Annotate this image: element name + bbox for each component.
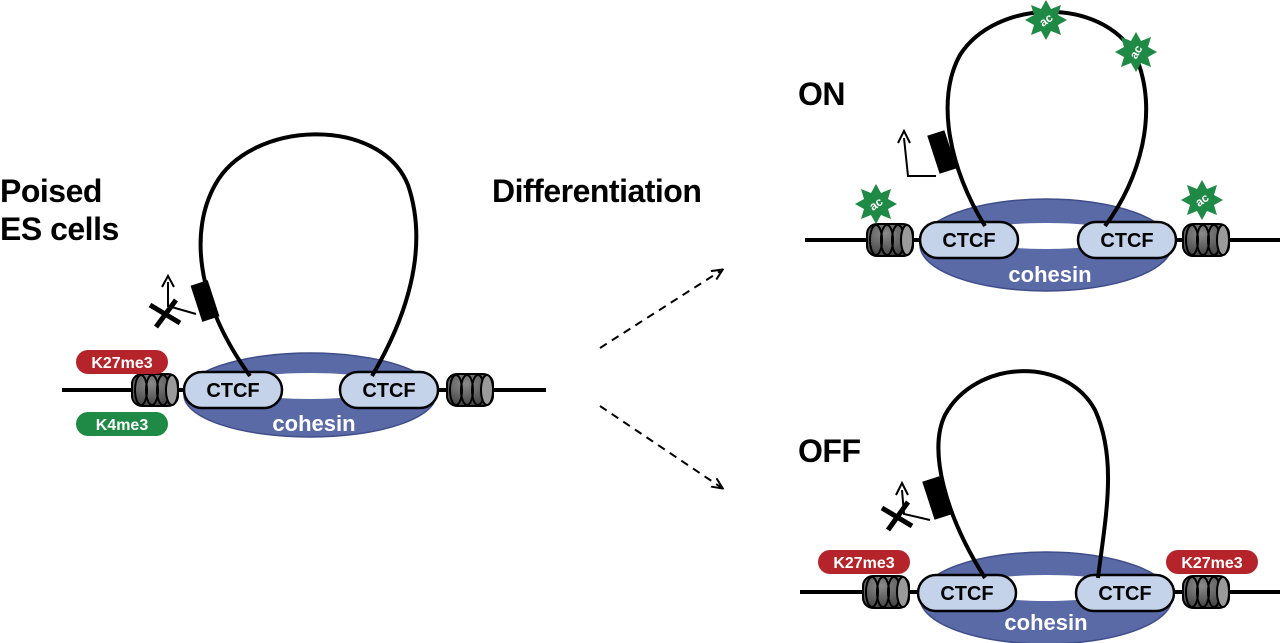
off-state-label: OFF: [798, 433, 861, 469]
ctcf-label: CTCF: [362, 380, 415, 402]
nucleosome-icon: [862, 575, 910, 609]
on-state-diagram: CTCF CTCF cohesin ac ac ac ac: [805, 0, 1280, 292]
tss-arrow-icon: [903, 137, 936, 177]
on-state-label: ON: [798, 76, 846, 112]
ac-star-icon: ac: [1025, 0, 1067, 40]
poised-label-line2: ES cells: [0, 211, 119, 247]
k27me3-badge: K27me3: [76, 350, 168, 374]
ctcf-label: CTCF: [1098, 583, 1151, 605]
ac-star-icon: ac: [855, 184, 897, 224]
k27me3-badge: K27me3: [1166, 550, 1258, 574]
poised-state-diagram: CTCF CTCF cohesin K27me3 K4me3: [62, 132, 546, 438]
differentiation-arrow-down: [599, 405, 722, 488]
cohesin-label: cohesin: [1008, 262, 1091, 287]
ctcf-left: [918, 220, 1020, 260]
ctcf-label: CTCF: [942, 230, 995, 252]
k27me3-label: K27me3: [1181, 555, 1242, 572]
ac-star-icon: ac: [1181, 180, 1223, 220]
ac-label: ac: [1127, 42, 1146, 61]
nucleosome-icon: [446, 373, 494, 407]
ctcf-label: CTCF: [1100, 230, 1153, 252]
ctcf-left: [916, 573, 1018, 613]
ctcf-right: [1076, 220, 1178, 260]
nucleosome-icon: [131, 373, 179, 407]
k27me3-label: K27me3: [833, 555, 894, 572]
cohesin-label: cohesin: [1004, 610, 1087, 635]
poised-label-line1: Poised: [0, 173, 102, 209]
tss-arrow-icon: [167, 282, 197, 315]
ctcf-label: CTCF: [940, 583, 993, 605]
nucleosome-icon: [1182, 223, 1230, 257]
poised-es-cells-label: Poised ES cells: [0, 172, 119, 248]
repressed-x-icon: [148, 298, 182, 329]
nucleosome-icon: [1182, 575, 1230, 609]
nucleosome-icon: [866, 223, 914, 257]
chromatin-loop: [945, 9, 1149, 228]
ac-star-icon: ac: [1115, 32, 1157, 72]
ctcf-label: CTCF: [206, 380, 259, 402]
differentiation-label: Differentiation: [492, 173, 702, 209]
k27me3-badge: K27me3: [818, 550, 910, 574]
promoter-block: [190, 280, 220, 322]
ctcf-right: [1074, 573, 1176, 613]
chromatin-loop: [198, 132, 419, 378]
ctcf-right: [338, 370, 440, 410]
ctcf-left: [182, 370, 284, 410]
cohesin-label: cohesin: [272, 411, 355, 436]
repressed-x-icon: [880, 500, 914, 532]
k4me3-badge: K4me3: [76, 412, 168, 436]
differentiation-arrow-up: [599, 270, 722, 349]
k4me3-label: K4me3: [96, 417, 149, 434]
promoter-block: [927, 130, 957, 174]
k27me3-label: K27me3: [91, 355, 152, 372]
tss-arrow-icon: [901, 489, 931, 521]
chromatin-loop: [936, 369, 1111, 580]
off-state-diagram: CTCF CTCF cohesin K27me3 K27me3: [800, 369, 1280, 643]
promoter-block: [922, 476, 952, 520]
